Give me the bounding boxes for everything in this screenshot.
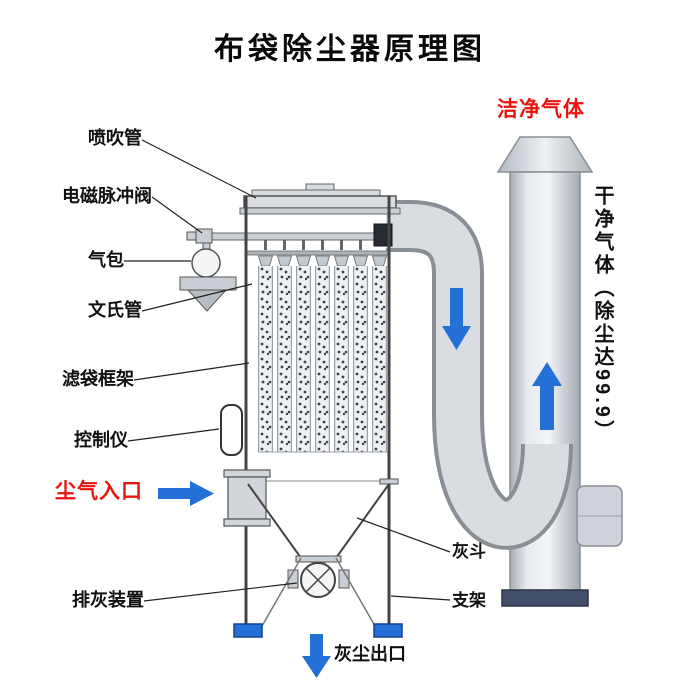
- fan-box: [576, 485, 623, 547]
- label-filter-bag-frame: 滤袋框架: [62, 369, 134, 389]
- label-clean-gas-note: 干净气体（除尘达99.9）: [591, 185, 613, 443]
- stack-base: [501, 589, 589, 607]
- label-venturi-tube: 文氏管: [88, 300, 142, 320]
- leader-lines: [124, 139, 451, 602]
- controller-box: [220, 404, 243, 456]
- diagram-title: 布袋除尘器原理图: [214, 33, 486, 66]
- label-pulse-valve: 电磁脉冲阀: [62, 186, 152, 206]
- label-dust-gas-inlet: 尘气入口: [55, 480, 143, 503]
- label-blowing-pipe: 喷吹管: [88, 128, 142, 148]
- support-braces: [261, 557, 376, 627]
- chamber-lid: [239, 183, 401, 215]
- label-controller: 控制仪: [74, 430, 128, 450]
- connecting-duct: [386, 200, 573, 550]
- inlet-flow-arrow: [158, 481, 214, 506]
- mounting-bracket: [179, 276, 237, 312]
- support-feet: [233, 623, 403, 638]
- blow-pipe: [205, 223, 393, 250]
- stack-cap: [496, 136, 594, 173]
- tube-sheet: [245, 250, 390, 256]
- label-ash-hopper: 灰斗: [452, 542, 486, 561]
- filter-bags: [258, 266, 388, 453]
- label-support: 支架: [452, 591, 486, 610]
- stack-up-arrow: [532, 362, 562, 430]
- label-ash-discharge: 排灰装置: [72, 590, 144, 610]
- duct-down-arrow: [442, 288, 471, 350]
- venturi-row: [257, 255, 388, 267]
- dust-outlet-arrow: [302, 634, 331, 678]
- rotary-valve: [287, 561, 350, 598]
- inlet-duct: [223, 469, 271, 527]
- label-air-bag: 气包: [88, 250, 124, 270]
- air-tank: [191, 242, 221, 278]
- label-dust-outlet: 灰尘出口: [334, 644, 406, 664]
- label-clean-gas: 洁净气体: [497, 98, 585, 121]
